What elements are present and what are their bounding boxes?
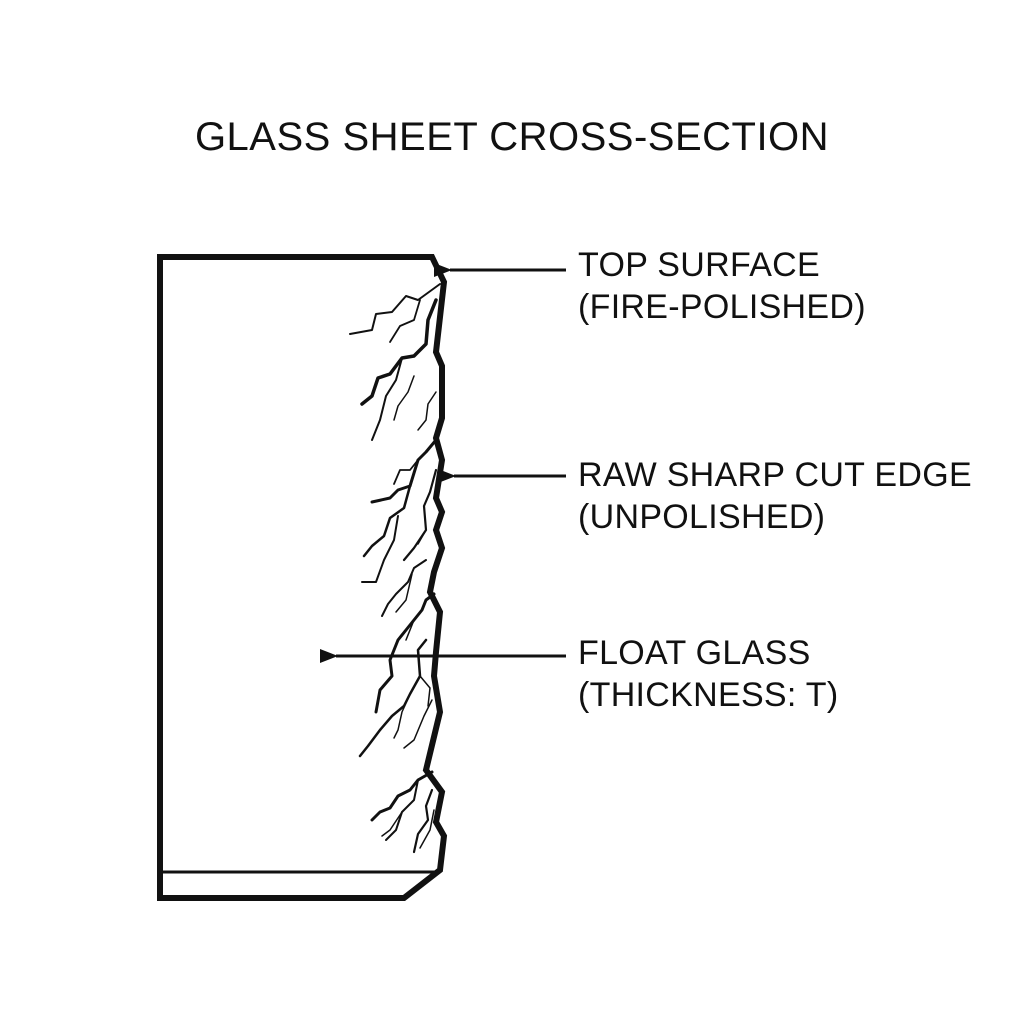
- callout-raw-edge-line1: RAW SHARP CUT EDGE: [578, 456, 972, 494]
- glass-sheet-outline: [157, 254, 448, 901]
- diagram-title: GLASS SHEET CROSS-SECTION: [194, 115, 830, 159]
- callout-top-surface-line1: TOP SURFACE: [578, 246, 820, 284]
- fracture-cracks: [349, 283, 441, 854]
- callout-float-glass: FLOAT GLASS (THICKNESS: T): [578, 632, 838, 716]
- callout-float-glass-line1: FLOAT GLASS: [578, 634, 811, 672]
- callout-raw-edge: RAW SHARP CUT EDGE (UNPOLISHED): [578, 454, 972, 538]
- callout-float-glass-line2: (THICKNESS: T): [578, 676, 839, 714]
- callout-raw-edge-line2: (UNPOLISHED): [578, 498, 826, 536]
- callout-top-surface-line2: (FIRE-POLISHED): [578, 288, 866, 326]
- callout-top-surface: TOP SURFACE (FIRE-POLISHED): [578, 244, 866, 328]
